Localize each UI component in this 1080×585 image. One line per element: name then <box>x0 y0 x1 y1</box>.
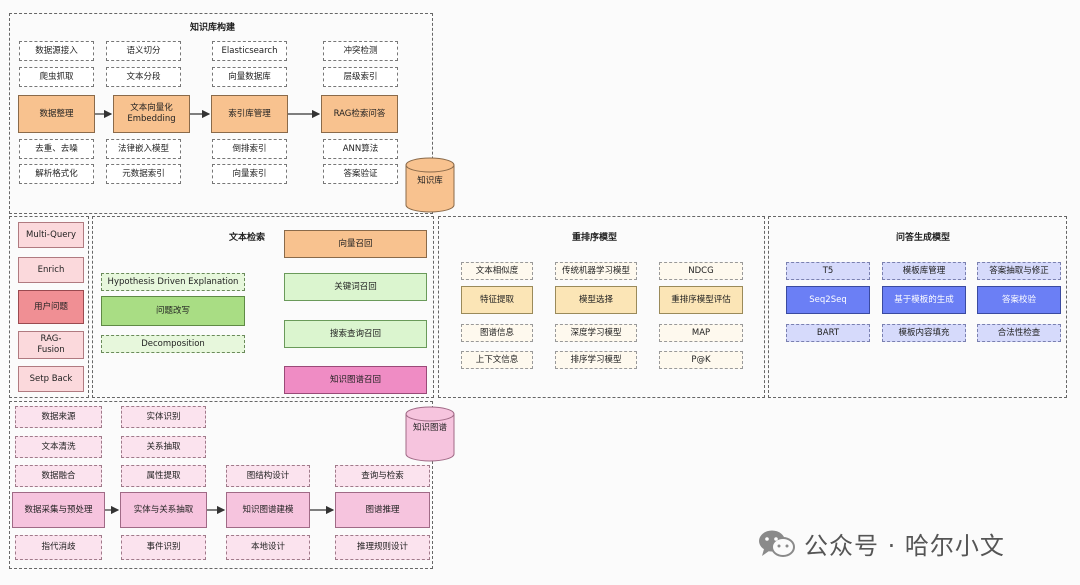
kb-node-segment: 文本分段 <box>106 67 181 87</box>
qa-template-lib: 模板库管理 <box>882 262 966 280</box>
kb-database-label: 知识库 <box>417 175 443 186</box>
wechat-icon <box>759 530 795 557</box>
kb-node-conflict: 冲突检测 <box>323 41 398 61</box>
kg-query-retrieve: 查询与检索 <box>335 465 430 487</box>
recall-keyword: 关键词召回 <box>284 273 427 301</box>
recall-search-query: 搜索查询召回 <box>284 320 427 348</box>
rerank-context-info: 上下文信息 <box>461 351 533 369</box>
kb-node-metadata: 元数据索引 <box>106 164 181 184</box>
kg-main-extract: 实体与关系抽取 <box>120 492 207 528</box>
rerank-graph-info: 图谱信息 <box>461 324 533 342</box>
kb-node-elasticsearch: Elasticsearch <box>212 41 287 61</box>
qa-title: 问答生成模型 <box>896 233 951 243</box>
kb-main-data-clean: 数据整理 <box>18 95 95 133</box>
kb-node-ann: ANN算法 <box>323 139 398 159</box>
rerank-title: 重排序模型 <box>572 233 618 243</box>
kg-data-fusion: 数据融合 <box>15 465 102 487</box>
kb-node-dedup: 去重、去噪 <box>19 139 94 159</box>
left-node-rag-fusion: RAG- Fusion <box>18 331 84 359</box>
kb-node-crawler: 爬虫抓取 <box>19 67 94 87</box>
kg-main-collect: 数据采集与预处理 <box>12 492 105 528</box>
watermark: 公众号 · 哈尔小文 <box>758 526 1005 561</box>
kb-title: 知识库构建 <box>190 23 236 33</box>
kg-data-source: 数据来源 <box>15 406 102 428</box>
qa-bart: BART <box>786 324 870 342</box>
kg-text-clean: 文本清洗 <box>15 436 102 458</box>
kb-node-answer-verify: 答案验证 <box>323 164 398 184</box>
kg-local-design: 本地设计 <box>226 535 310 560</box>
kg-main-modeling: 知识图谱建模 <box>226 492 310 528</box>
kb-node-semantic-split: 语义切分 <box>106 41 181 61</box>
qa-t5: T5 <box>786 262 870 280</box>
retrieval-title: 文本检索 <box>229 233 266 243</box>
left-node-user-question: 用户问题 <box>18 290 84 324</box>
rerank-ltr: 排序学习模型 <box>555 351 637 369</box>
kg-relation-extract: 关系抽取 <box>121 436 206 458</box>
kg-event-recog: 事件识别 <box>121 535 206 560</box>
kb-main-embedding: 文本向量化 Embedding <box>113 95 190 133</box>
kb-node-inverted: 倒排索引 <box>212 139 287 159</box>
left-node-enrich: Enrich <box>18 257 84 283</box>
rerank-pak: P@K <box>659 351 743 369</box>
rerank-text-similarity: 文本相似度 <box>461 262 533 280</box>
kb-node-parse: 解析格式化 <box>19 164 94 184</box>
kg-main-reasoning: 图谱推理 <box>335 492 430 528</box>
kg-graph-design: 图结构设计 <box>226 465 310 487</box>
retrieval-query-rewrite: 问题改写 <box>101 296 245 326</box>
qa-answer-check: 答案校验 <box>977 286 1061 314</box>
kg-attr-extract: 属性提取 <box>121 465 206 487</box>
rerank-ndcg: NDCG <box>659 262 743 280</box>
qa-template-fill: 模板内容填充 <box>882 324 966 342</box>
retrieval-decomposition: Decomposition <box>101 335 245 353</box>
recall-knowledge-graph: 知识图谱召回 <box>284 366 427 394</box>
rerank-model-select: 模型选择 <box>555 286 637 314</box>
left-node-multi-query: Multi-Query <box>18 222 84 248</box>
left-node-step-back: Setp Back <box>18 366 84 392</box>
kb-main-index-mgmt: 索引库管理 <box>211 95 288 133</box>
qa-legality: 合法性检查 <box>977 324 1061 342</box>
kg-database-icon <box>405 406 455 462</box>
rerank-feature-extract: 特征提取 <box>461 286 533 314</box>
qa-template-gen: 基于模板的生成 <box>882 286 966 314</box>
rerank-map: MAP <box>659 324 743 342</box>
rerank-model-eval: 重排序模型评估 <box>659 286 743 314</box>
kg-coref: 指代消歧 <box>15 535 102 560</box>
kb-node-vector-db: 向量数据库 <box>212 67 287 87</box>
kb-main-rag-qa: RAG检索问答 <box>321 95 398 133</box>
watermark-text: 公众号 · 哈尔小文 <box>804 532 1005 560</box>
kg-entity-recog: 实体识别 <box>121 406 206 428</box>
rerank-traditional-ml: 传统机器学习模型 <box>555 262 637 280</box>
kg-rule-design: 推理规则设计 <box>335 535 430 560</box>
kb-node-data-source: 数据源接入 <box>19 41 94 61</box>
kg-database-label: 知识图谱 <box>412 422 447 433</box>
kb-database-icon <box>405 157 455 213</box>
rerank-deep-learning: 深度学习模型 <box>555 324 637 342</box>
qa-answer-extract: 答案抽取与修正 <box>977 262 1061 280</box>
qa-seq2seq: Seq2Seq <box>786 286 870 314</box>
recall-vector: 向量召回 <box>284 230 427 258</box>
kb-node-hier-index: 层级索引 <box>323 67 398 87</box>
retrieval-hypothesis: Hypothesis Driven Explanation <box>101 273 245 291</box>
kb-node-law-embed: 法律嵌入模型 <box>106 139 181 159</box>
kb-node-vector-index: 向量索引 <box>212 164 287 184</box>
